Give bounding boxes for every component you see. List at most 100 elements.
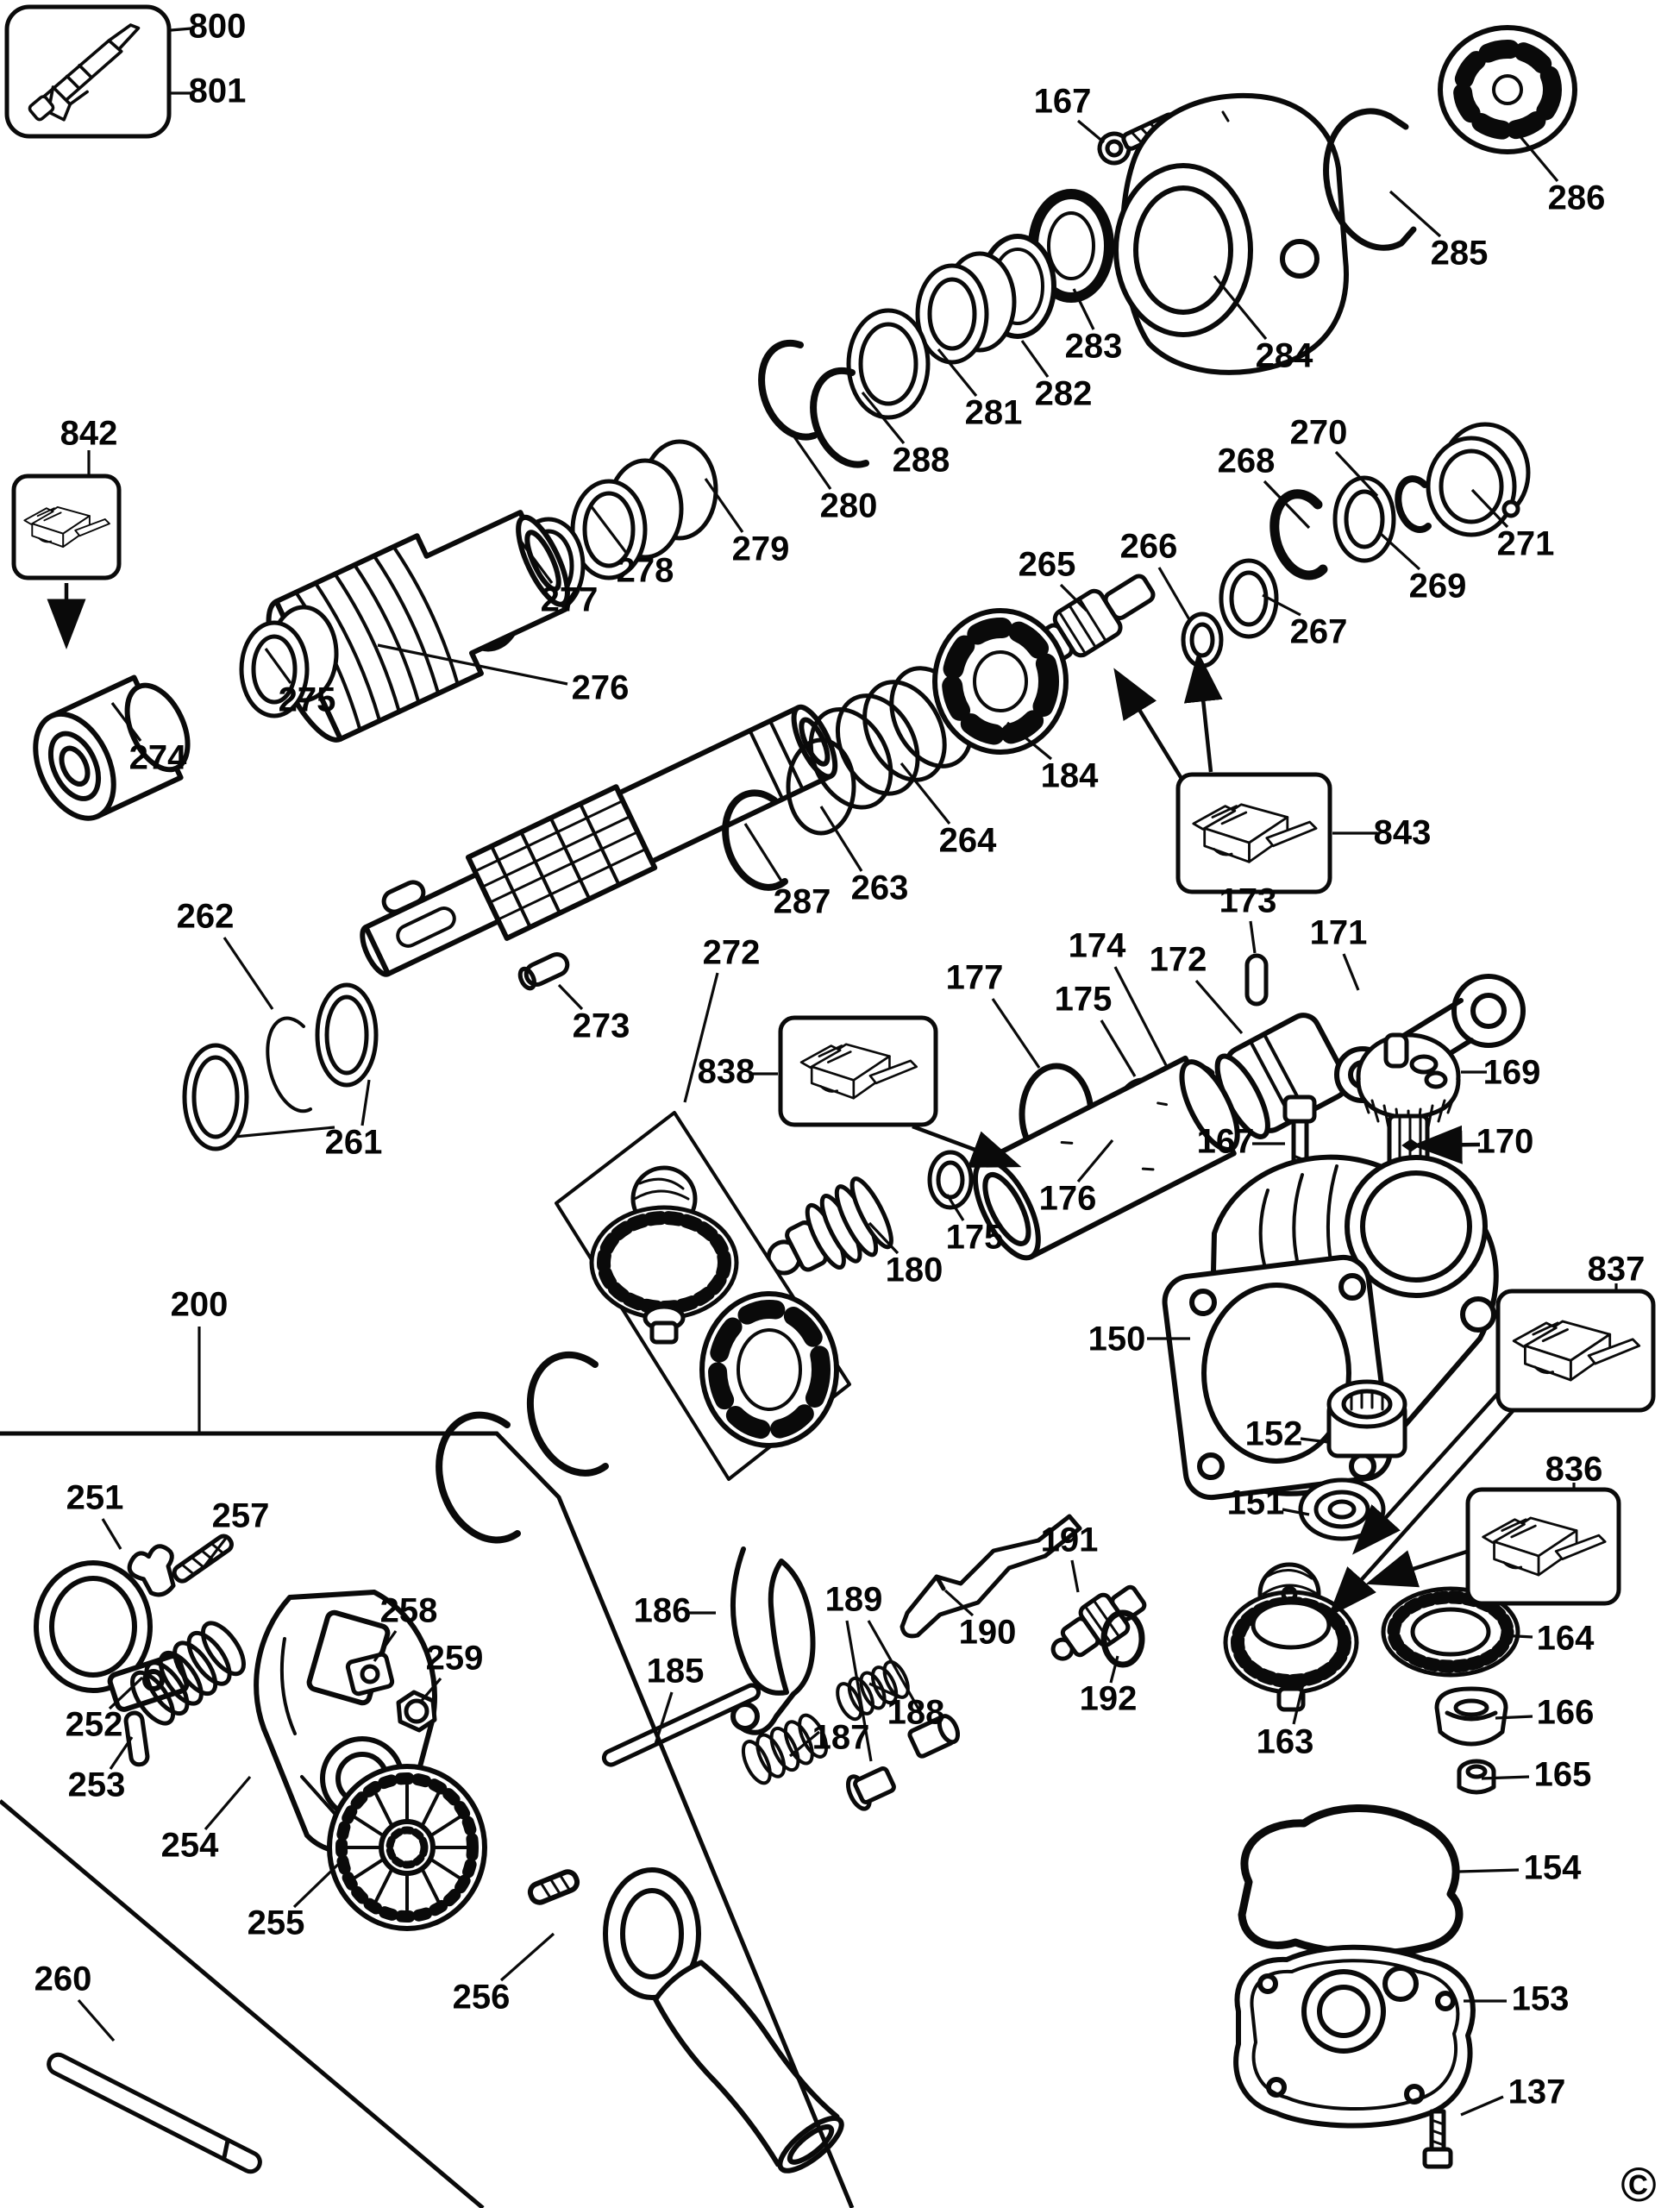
leader-line-277 [517,538,554,584]
leader-line-278 [588,504,629,555]
spring-clips-288 [758,339,869,468]
gasket-154 [1238,1804,1464,1958]
leader-line-279 [704,478,744,533]
clip-182 [526,1351,609,1477]
part-label-264: 264 [939,822,997,860]
kit-arrow [1351,1389,1502,1555]
part-label-165: 165 [1534,1756,1592,1794]
part-label-268: 268 [1218,442,1276,480]
tool-kit-box-800-801 [4,4,172,139]
leader-line-274 [110,702,142,742]
gearbox-cover-153 [1233,1944,1476,2129]
leader-line-272 [683,972,719,1103]
leader-line-152 [1300,1437,1329,1444]
part-label-188: 188 [887,1694,945,1732]
service-kit-box-837 [1495,1289,1656,1413]
leader-line-276 [377,643,568,686]
part-label-281: 281 [965,394,1023,432]
part-label-261: 261 [325,1124,383,1162]
clamp-wheel-255 [327,1764,487,1931]
leader-line-190 [943,1589,975,1617]
clip-270 [1395,475,1432,533]
bearing-cap-271 [1426,422,1531,537]
part-label-283: 283 [1065,328,1123,366]
leader-line-165 [1481,1775,1530,1780]
bushing-189b [845,1766,896,1811]
clip-183 [436,1411,521,1544]
ring-175-lower [927,1150,974,1210]
leader-line-185 [654,1691,674,1745]
leader-line-270 [1334,450,1379,498]
part-label-282: 282 [1035,375,1093,413]
leader-line-281 [937,348,978,398]
part-label-167: 167 [1034,83,1092,121]
rings-261-262 [182,982,379,1151]
leader-line-259 [418,1677,442,1704]
part-label-191: 191 [1041,1521,1099,1559]
leader-line-171 [1342,953,1360,991]
rod-185 [601,1683,762,1767]
leader-line-271 [1470,488,1509,529]
service-kit-box-843 [1175,772,1332,894]
leader-line-176 [1076,1138,1114,1183]
leader-line-263 [819,806,863,872]
part-label-276: 276 [572,669,630,707]
part-label-256: 256 [453,1979,511,2017]
retaining-ring-285 [1323,108,1417,251]
leader-line-191 [1070,1559,1080,1593]
leader-lines [77,27,1618,2117]
chuck-sleeve-274 [33,674,191,821]
leader-line-257 [200,1536,229,1571]
leader-line-166 [1495,1715,1533,1720]
leader-line-268 [1263,480,1311,530]
copyright-mark: © [1620,2157,1656,2208]
spring-252 [130,1621,246,1726]
service-kit-box-836 [1465,1487,1621,1606]
part-label-254: 254 [161,1827,219,1865]
leader-line-172 [1194,979,1244,1035]
bushing-165 [1457,1759,1496,1795]
part-label-175: 175 [1055,981,1113,1019]
rod-260 [47,2052,262,2174]
part-label-280: 280 [820,487,878,525]
leader-line-251 [101,1518,122,1550]
part-label-180: 180 [886,1251,943,1289]
spindle-272 [360,704,838,977]
part-label-137: 137 [1508,2073,1566,2111]
part-label-275: 275 [279,681,336,719]
part-label-263: 263 [851,869,909,907]
part-label-288: 288 [893,442,950,480]
leader-line-265 [1059,583,1088,612]
part-label-837: 837 [1588,1251,1646,1289]
part-label-801: 801 [189,72,247,110]
leader-line-264 [900,762,951,825]
part-label-174: 174 [1069,927,1126,965]
clamp-ring-251 [34,1560,190,1712]
part-label-200: 200 [171,1286,229,1324]
part-label-176: 176 [1039,1180,1097,1218]
side-handle-256 [527,1867,844,2174]
kit-arrow [1365,1548,1470,1588]
leader-line-283 [1072,288,1095,330]
part-label-260: 260 [34,1960,92,1998]
cup-washer-166 [1434,1686,1508,1747]
part-label-252: 252 [66,1706,123,1744]
leader-line-189 [845,1620,873,1762]
clip-268 [1269,489,1328,580]
screw-137 [1422,2109,1453,2169]
clutch-286 [1438,25,1577,154]
part-label-266: 266 [1120,528,1178,566]
leader-line-175 [1100,1019,1137,1077]
kit-arrow [912,1124,1022,1168]
ball-bearing-151 [1298,1477,1386,1541]
bushing-189a [907,1714,961,1759]
o-ring-192 [1100,1609,1145,1668]
leader-line-188 [868,1682,900,1699]
part-label-151: 151 [1227,1484,1285,1522]
leader-line-253 [109,1736,134,1770]
part-label-172: 172 [1150,941,1207,979]
part-label-185: 185 [647,1653,705,1690]
pin-273 [517,952,570,991]
part-label-189: 189 [825,1581,883,1619]
